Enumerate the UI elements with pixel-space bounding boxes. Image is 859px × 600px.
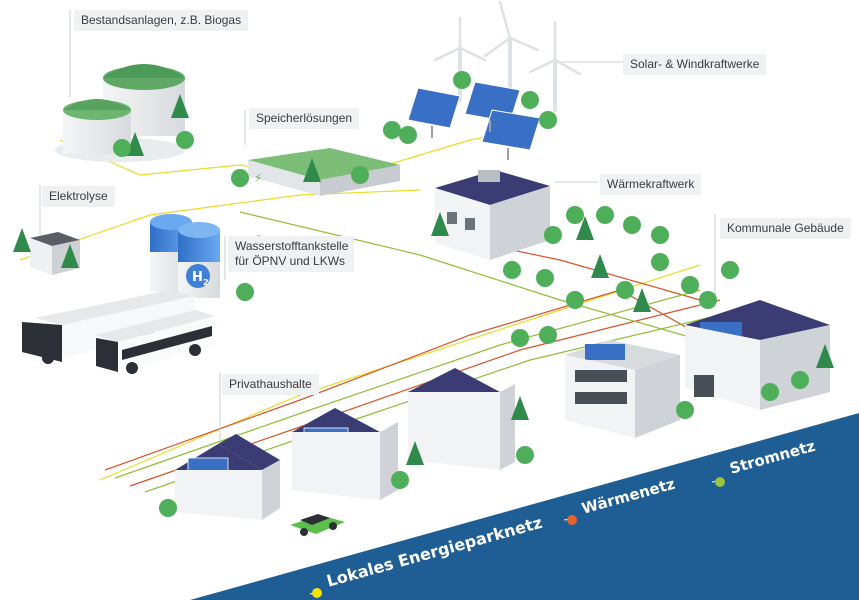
label-waermekraftwerk: Wärmekraftwerk bbox=[600, 174, 702, 195]
tree-round bbox=[566, 291, 584, 309]
tree-pine bbox=[61, 244, 79, 268]
tree-round bbox=[651, 253, 669, 271]
h2-logo-sub: 2 bbox=[203, 278, 209, 287]
tree-round bbox=[453, 71, 471, 89]
wind-turbine-2 bbox=[483, 0, 540, 97]
tree-round bbox=[699, 291, 717, 309]
label-elektrolyse: Elektrolyse bbox=[42, 186, 115, 207]
municipal-hall bbox=[685, 300, 830, 410]
tree-round bbox=[383, 121, 401, 139]
tree-round bbox=[566, 206, 584, 224]
solar-panels bbox=[407, 81, 541, 160]
tree-pine bbox=[303, 158, 321, 182]
lokal-line-h2 bbox=[19, 189, 421, 261]
tree-round bbox=[521, 91, 539, 109]
strom-line-2 bbox=[114, 289, 701, 479]
heat-plant bbox=[435, 170, 550, 260]
house-1 bbox=[175, 434, 280, 520]
tree-pine bbox=[816, 344, 834, 368]
tree-pine bbox=[13, 228, 31, 252]
label-solar-wind: Solar- & Windkraftwerke bbox=[623, 54, 767, 75]
strom-line-1 bbox=[239, 211, 701, 341]
tree-round bbox=[399, 126, 417, 144]
tree-round bbox=[159, 499, 177, 517]
biogas-plant bbox=[55, 64, 185, 162]
tree-round bbox=[503, 261, 521, 279]
tree-round bbox=[539, 326, 557, 344]
tree-round bbox=[623, 216, 641, 234]
tree-round bbox=[791, 371, 809, 389]
tree-pine bbox=[633, 288, 651, 312]
tree-round bbox=[176, 131, 194, 149]
tree-round bbox=[511, 329, 529, 347]
wind-turbine-3 bbox=[528, 20, 582, 112]
tree-pine bbox=[406, 441, 424, 465]
label-kommunal: Kommunale Gebäude bbox=[720, 218, 851, 239]
tree-round bbox=[676, 401, 694, 419]
label-privat: Privathaushalte bbox=[222, 374, 319, 395]
tree-round bbox=[544, 226, 562, 244]
tree-pine bbox=[511, 396, 529, 420]
label-speicher: Speicherlösungen bbox=[249, 108, 360, 129]
tree-round bbox=[236, 283, 254, 301]
tree-round bbox=[761, 383, 779, 401]
legend-dots bbox=[309, 477, 725, 598]
tree-pine bbox=[431, 212, 449, 236]
h2-logo-text: H bbox=[192, 270, 203, 285]
hydrogen-station: H 2 bbox=[150, 214, 220, 298]
tree-round bbox=[536, 269, 554, 287]
electric-car bbox=[290, 514, 345, 536]
tree-pine bbox=[591, 254, 609, 278]
tree-round bbox=[616, 281, 634, 299]
tree-round bbox=[651, 226, 669, 244]
svg-text:⚡: ⚡ bbox=[254, 171, 262, 185]
trees bbox=[13, 71, 834, 517]
label-wasserstoff: Wasserstofftankstelle für ÖPNV und LKWs bbox=[228, 236, 354, 272]
tree-round bbox=[231, 169, 249, 187]
tree-round bbox=[516, 446, 534, 464]
tree-pine bbox=[576, 216, 594, 240]
office-building bbox=[565, 340, 680, 438]
tree-round bbox=[113, 139, 131, 157]
tree-round bbox=[681, 276, 699, 294]
leader-lines bbox=[39, 10, 716, 440]
house-3 bbox=[408, 368, 515, 470]
tree-round bbox=[721, 261, 739, 279]
tree-pine bbox=[171, 94, 189, 118]
strom-dot bbox=[715, 477, 725, 487]
bus bbox=[95, 310, 215, 374]
tree-round bbox=[539, 111, 557, 129]
lokal-dot bbox=[312, 588, 322, 598]
legend-banner bbox=[190, 413, 859, 600]
label-biogas: Bestandsanlagen, z.B. Biogas bbox=[74, 10, 249, 31]
house-2 bbox=[292, 408, 398, 500]
waerme-dot bbox=[567, 515, 577, 525]
tree-round bbox=[351, 166, 369, 184]
tree-round bbox=[596, 206, 614, 224]
tree-round bbox=[391, 471, 409, 489]
